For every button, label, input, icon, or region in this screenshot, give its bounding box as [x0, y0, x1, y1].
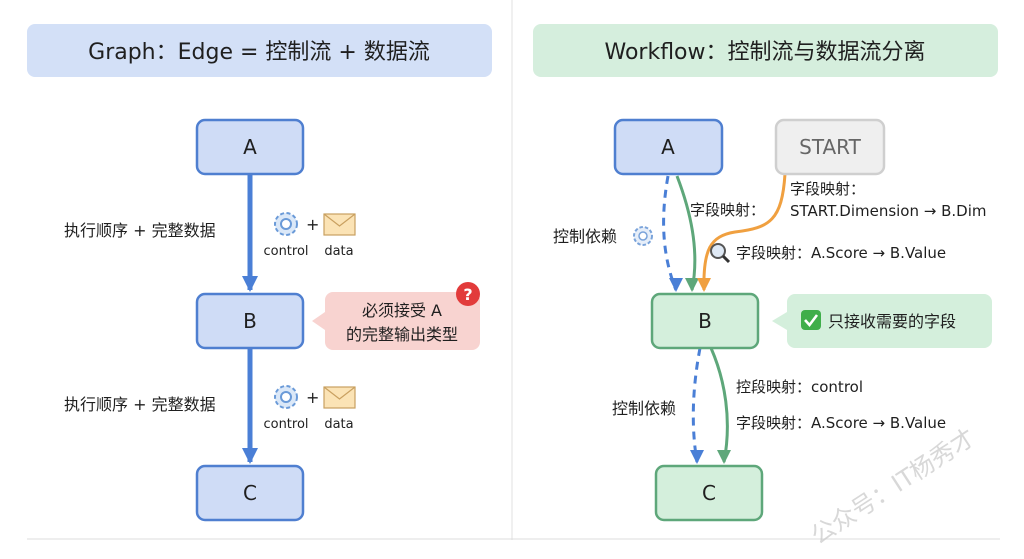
right-panel: Workflow：控制流与数据流分离 A START B C 控制依赖 字段映射…: [533, 24, 998, 522]
gear-icon: [274, 212, 298, 236]
control-dependency-label-2: 控制依赖: [612, 399, 676, 418]
edge-label-2: 执行顺序 + 完整数据: [64, 395, 216, 414]
node-a-label: A: [661, 135, 675, 159]
control-label: control: [263, 244, 308, 259]
data-label: data: [324, 244, 353, 259]
envelope-icon: [323, 386, 356, 409]
left-panel: Graph：Edge = 控制流 + 数据流 A B C 执行顺序 + 完整数据…: [27, 24, 492, 522]
node-c[interactable]: C: [654, 464, 764, 522]
node-c-label: C: [243, 481, 257, 505]
edge-label-1: 执行顺序 + 完整数据: [64, 221, 216, 240]
control-label: control: [263, 417, 308, 432]
data-edge-b-c: [709, 347, 731, 464]
plus-sign: +: [306, 215, 319, 234]
node-a[interactable]: A: [195, 118, 305, 176]
node-b[interactable]: B: [195, 292, 305, 350]
data-edge-a-b: [675, 175, 699, 292]
node-a-label: A: [243, 135, 257, 159]
magnifier-icon: [710, 243, 731, 264]
control-edge-b-c: [690, 347, 704, 464]
right-title: Workflow：控制流与数据流分离: [604, 40, 925, 65]
node-a[interactable]: A: [613, 118, 724, 176]
envelope-icon: [323, 213, 356, 236]
field-mapping-score: 字段映射：A.Score → B.Value: [736, 244, 946, 262]
field-mapping-a-b: 字段映射：: [690, 201, 765, 219]
data-edge-start-b: [697, 173, 787, 292]
control-dependency-label-1: 控制依赖: [553, 227, 617, 246]
check-icon: [801, 310, 821, 330]
left-title-banner: [27, 24, 492, 77]
left-title: Graph：Edge = 控制流 + 数据流: [88, 40, 430, 65]
field-mapping-start-title: 字段映射：: [790, 180, 865, 198]
right-title-banner: [533, 24, 998, 77]
callout-line-1: 必须接受 A: [362, 301, 442, 320]
callout-line-2: 的完整输出类型: [346, 325, 458, 344]
gear-icon: [274, 385, 298, 409]
node-c[interactable]: C: [195, 464, 305, 522]
node-b-label: B: [243, 309, 257, 333]
control-edge-a-b: [662, 175, 683, 292]
field-mapping-control: 控段映射：control: [736, 378, 863, 396]
callout-only-needed-fields: 只接收需要的字段: [772, 294, 992, 348]
gear-icon: [633, 226, 653, 246]
watermark: 公众号：IT杨秀才: [806, 423, 980, 550]
node-start-label: START: [799, 135, 861, 159]
field-mapping-score-2: 字段映射：A.Score → B.Value: [736, 414, 946, 432]
data-label: data: [324, 417, 353, 432]
question-mark-icon: ?: [456, 282, 480, 306]
node-b[interactable]: B: [650, 292, 760, 350]
node-start[interactable]: START: [774, 118, 886, 176]
field-mapping-start-value: START.Dimension → B.Dim: [790, 202, 987, 220]
callout-text: 只接收需要的字段: [828, 312, 956, 331]
node-c-label: C: [702, 481, 716, 505]
svg-text:?: ?: [463, 285, 472, 304]
node-b-label: B: [698, 309, 712, 333]
callout-must-accept: 必须接受 A 的完整输出类型 ?: [312, 282, 480, 350]
plus-sign: +: [306, 388, 319, 407]
